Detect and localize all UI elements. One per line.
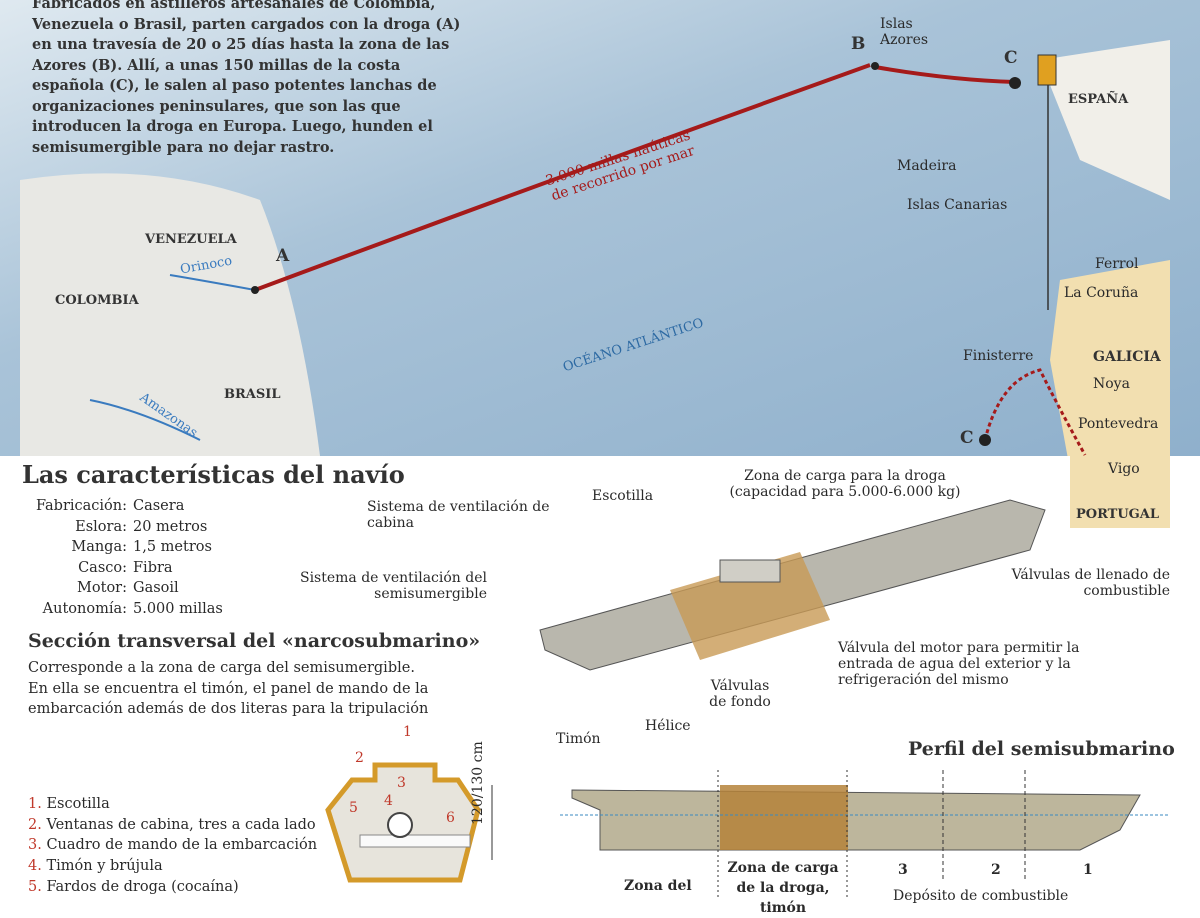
marker-5: 5 (349, 800, 358, 816)
cross-section-diagram (325, 762, 493, 883)
south-america-land (20, 173, 320, 456)
cargo-zone-profile-label: Zona de carga de la droga, timón (727, 860, 839, 916)
semi-ventilation-label: Sistema de ventilación del semisumergibl… (299, 570, 487, 602)
coruna-label: La Coruña (1064, 285, 1139, 301)
marker-4: 4 (384, 793, 393, 809)
cargo-zone-label: Zona de carga para la droga (capacidad p… (729, 468, 961, 500)
brasil-label: BRASIL (224, 387, 281, 402)
vigo-label: Vigo (1108, 461, 1140, 477)
profile-diagram (560, 770, 1170, 900)
cabin-ventilation-label: Sistema de ventilación de cabina (367, 499, 550, 531)
engine-zone-label: Zona del (624, 878, 692, 894)
propeller-label: Hélice (645, 718, 691, 734)
noya-label: Noya (1093, 376, 1130, 392)
point-b-label: B (851, 34, 866, 54)
section-description: Corresponde a la zona de carga del semis… (28, 660, 429, 717)
colombia-label: COLOMBIA (55, 293, 139, 308)
tank-2-label: 2 (991, 862, 1001, 878)
bottom-valves-label: Válvulas de fondo (709, 678, 771, 710)
spain-land (1040, 40, 1170, 200)
route-coast (983, 368, 1087, 456)
height-dimension: 120/130 cm (470, 741, 486, 825)
ferrol-label: Ferrol (1095, 256, 1139, 272)
engine-valve-label: Válvula del motor para permitir la entra… (838, 640, 1080, 688)
point-c-label: C (1004, 48, 1018, 68)
intro-text: Fabricados en astilleros artesanales de … (32, 0, 461, 156)
route-a-b (254, 63, 871, 292)
fuel-valves-label: Válvulas de llenado de combustible (1011, 567, 1170, 599)
tank-3-label: 3 (898, 862, 908, 878)
canarias-label: Islas Canarias (907, 197, 1008, 213)
route-b-c (874, 65, 1016, 84)
amazonas-river (89, 399, 201, 441)
marker-1: 1 (403, 724, 412, 740)
escotilla-label: Escotilla (592, 488, 654, 504)
rudder-label: Timón (556, 731, 601, 747)
marker-3: 3 (397, 775, 406, 791)
map-graphics (20, 40, 1170, 456)
profile-title: Perfil del semisubmarino (908, 738, 1175, 760)
fuel-tank-label: Depósito de combustible (893, 888, 1069, 904)
features-title: Las características del navío (22, 460, 405, 489)
galicia-land (1050, 260, 1170, 456)
orinoco-river (169, 274, 256, 291)
galicia-label: GALICIA (1093, 349, 1161, 365)
section-legend: 1. Escotilla 2. Ventanas de cabina, tres… (28, 796, 318, 895)
portugal-label: PORTUGAL (1076, 507, 1160, 522)
venezuela-label: VENEZUELA (145, 232, 237, 247)
espana-label: ESPAÑA (1068, 92, 1129, 107)
route-map: Fabricados en astilleros artesanales de … (0, 0, 1200, 456)
specs-list: Fabricación:Casera Eslora:20 metros Mang… (35, 498, 223, 617)
marker-2: 2 (355, 750, 364, 766)
finisterre-label: Finisterre (963, 348, 1034, 364)
point-c2-label: C (960, 428, 974, 448)
boat-3d-illustration (539, 499, 1046, 671)
madeira-label: Madeira (897, 158, 957, 174)
point-a-label: A (276, 246, 290, 266)
section-title: Sección transversal del «narcosubmarino» (28, 630, 481, 652)
tank-1-label: 1 (1083, 862, 1093, 878)
portugal-land (1070, 456, 1170, 528)
pontevedra-label: Pontevedra (1078, 416, 1159, 432)
marker-6: 6 (446, 810, 455, 826)
zoom-box (1037, 54, 1057, 86)
